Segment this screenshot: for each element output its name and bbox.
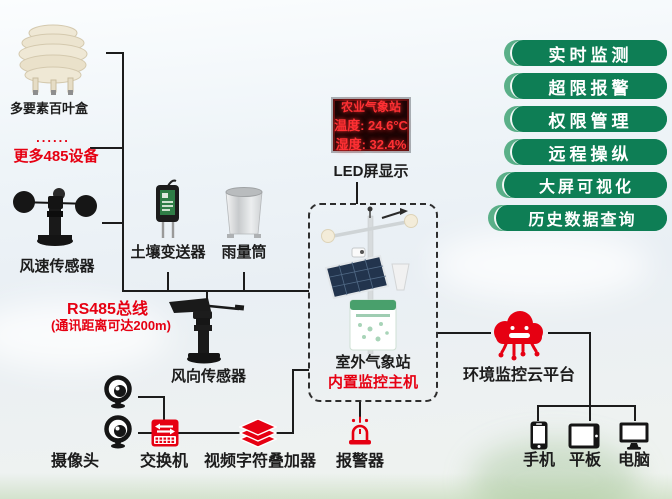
led-display-panel: 农业气象站 温度: 24.6°C 湿度: 32.4% — [331, 97, 411, 153]
led-title: 农业气象站 — [340, 99, 401, 114]
alarm-label: 报警器 — [335, 453, 384, 470]
soil-sensor-image — [156, 179, 179, 238]
connector-rs485-bus — [122, 290, 309, 292]
badge-history: 历史数据查询 — [488, 205, 667, 231]
connector-tablet-drop — [589, 405, 591, 421]
rs485-bus-title: RS485总线 — [67, 301, 148, 318]
camera-label: 摄像头 — [50, 453, 99, 470]
badge-label: 超限报警 — [548, 78, 633, 98]
tablet-label: 平板 — [568, 452, 601, 469]
badge-label: 历史数据查询 — [528, 212, 637, 229]
badge-bigscreen: 大屏可视化 — [496, 172, 667, 198]
connector-cam2 — [138, 432, 152, 434]
connector-overlay-up — [292, 369, 294, 434]
soil-sensor-label: 土壤变送器 — [130, 244, 206, 261]
cloud-blob — [430, 230, 650, 300]
connector-windspeed — [102, 222, 123, 224]
badge-label: 大屏可视化 — [538, 179, 634, 196]
phone-label: 手机 — [522, 452, 555, 469]
connector-terminal-branch — [537, 405, 636, 407]
connector-louver — [106, 52, 123, 54]
cloud-circuit-icon — [494, 311, 543, 361]
monitor-icon — [619, 422, 649, 450]
badge-inner — [510, 40, 667, 66]
connector-pc-drop — [634, 405, 636, 421]
led-temperature: 温度: 24.6°C — [334, 117, 408, 133]
rs485-bus-note: (通讯距离可达200m) — [51, 318, 171, 333]
rain-gauge-image — [225, 187, 263, 238]
connector-cam1 — [138, 396, 165, 398]
webcam-icon — [104, 375, 132, 409]
connector-phone-drop — [537, 405, 539, 421]
badge-label: 远程操纵 — [548, 144, 633, 164]
station-box — [308, 203, 438, 402]
badge-label: 权限管理 — [548, 111, 633, 131]
station-name: 室外气象站 — [335, 354, 411, 371]
layers-icon — [239, 419, 277, 448]
connector-switch-overlay — [178, 432, 240, 434]
louver-box-label: 多要素百叶盒 — [9, 101, 88, 116]
badge-inner — [502, 172, 667, 198]
badge-remote: 远程操纵 — [504, 139, 667, 165]
smartphone-icon — [530, 421, 548, 450]
connector-alarm — [359, 402, 361, 418]
pc-label: 电脑 — [617, 452, 650, 469]
grass-strip — [0, 473, 672, 499]
tablet-icon — [568, 423, 600, 449]
badge-label: 实时监测 — [548, 45, 633, 65]
badge-inner — [510, 106, 667, 132]
siren-icon — [349, 416, 371, 445]
connector-more485 — [90, 147, 123, 149]
switch-label: 交换机 — [139, 453, 188, 470]
webcam-icon — [104, 415, 132, 449]
connector-cloud-right — [548, 332, 591, 334]
badge-alarm: 超限报警 — [504, 73, 667, 99]
connector-rain — [243, 272, 245, 291]
wind-speed-label: 风速传感器 — [19, 258, 95, 275]
wind-speed-sensor-image — [13, 188, 97, 246]
more-devices-dots: ...... — [36, 130, 70, 145]
connector-winddir — [206, 290, 208, 304]
wind-direction-label: 风向传感器 — [170, 368, 246, 385]
badge-inner — [510, 139, 667, 165]
connector-cam1-down — [163, 396, 165, 421]
connector-box-cloud — [438, 332, 491, 334]
connector-soil — [167, 272, 169, 291]
weather-station-image — [321, 206, 418, 354]
station-sub: 内置监控主机 — [327, 374, 418, 391]
connector-overlay-box — [292, 369, 309, 371]
wind-direction-sensor-image — [169, 298, 245, 364]
led-caption: LED屏显示 — [333, 163, 409, 180]
led-humidity: 湿度: 32.4% — [335, 136, 407, 152]
overlay-label: 视频字符叠加器 — [203, 453, 316, 470]
network-switch-icon — [151, 419, 179, 447]
badge-inner — [510, 73, 667, 99]
connector-overlay-corner — [276, 432, 294, 434]
badge-realtime: 实时监测 — [504, 40, 667, 66]
connector-left-trunk — [122, 52, 124, 292]
cloud-platform-label: 环境监控云平台 — [462, 367, 575, 384]
rain-gauge-label: 雨量筒 — [221, 244, 267, 261]
badge-inner — [494, 205, 667, 231]
connector-led — [356, 182, 358, 204]
connector-cloud-down — [589, 332, 591, 407]
more-devices-label: 更多485设备 — [13, 148, 99, 165]
louver-box-image — [18, 24, 88, 95]
badge-permission: 权限管理 — [504, 106, 667, 132]
